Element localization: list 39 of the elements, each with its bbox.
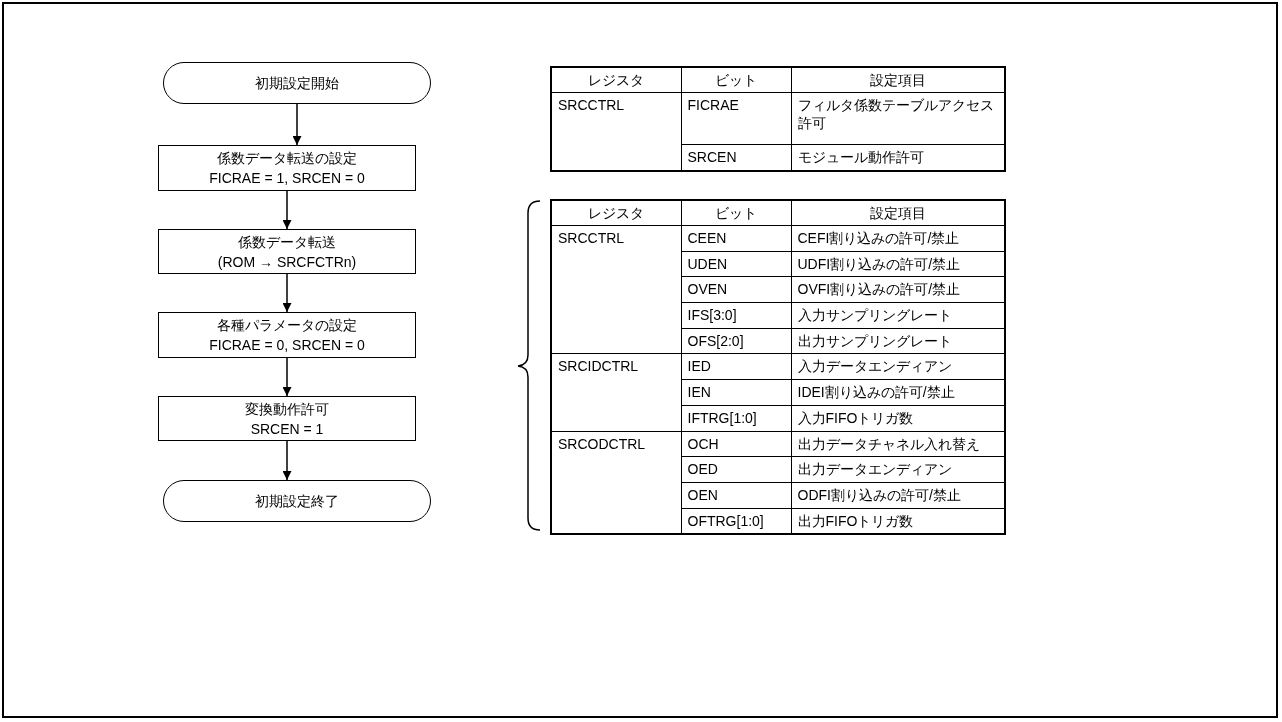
table-cell: IEN [681,379,791,406]
column-header: レジスタ [551,67,681,93]
process-box [158,229,416,274]
node-text: (ROM → SRCFCTRn) [217,252,357,272]
table-cell: OVEN [681,276,791,303]
table-cell: OCH [681,431,791,457]
arrow [282,357,292,397]
node-text: 係数データ転送の設定 [217,149,357,168]
arrow [292,103,302,146]
table-cell: IFTRG[1:0] [681,405,791,431]
node-text: 初期設定開始 [255,74,339,93]
table-cell: OFS[2:0] [681,328,791,354]
column-header: ビット [681,67,791,93]
table-cell: IED [681,353,791,380]
node-text: 各種パラメータの設定 [217,316,357,335]
node-text: FICRAE = 1, SRCEN = 0 [209,169,365,188]
table-cell: CEEN [681,225,791,252]
process-box [158,312,416,358]
terminal-shape [163,480,431,522]
node-text: 初期設定終了 [255,492,339,511]
table-cell: UDEN [681,251,791,277]
terminal-shape [163,62,431,104]
arrow [282,440,292,481]
process-box [158,145,416,191]
node-text: 変換動作許可 [245,399,329,419]
table-cell: OEN [681,482,791,509]
column-header: ビット [681,200,791,226]
table-cell: SRCCTRL [551,225,681,354]
table-cell: OED [681,456,791,483]
arrow [282,273,292,313]
table-cell: FICRAE [681,92,791,145]
column-header: レジスタ [551,200,681,226]
table-cell: IFS[3:0] [681,302,791,329]
process-box [158,396,416,441]
table-cell: SRCIDCTRL [551,353,681,431]
node-text: FICRAE = 0, SRCEN = 0 [209,336,365,355]
arrow [282,190,292,230]
node-text: 係数データ転送 [238,232,336,252]
node-text: SRCEN = 1 [250,419,324,439]
